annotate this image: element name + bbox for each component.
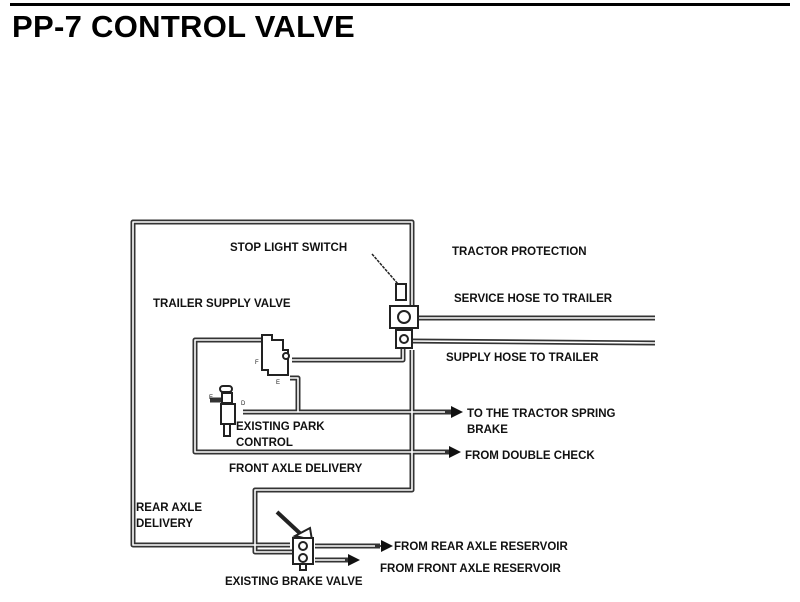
label-from-rear-reservoir: FROM REAR AXLE RESERVOIR <box>394 541 568 553</box>
svg-text:E: E <box>209 395 213 401</box>
page-title: PP-7 CONTROL VALVE <box>12 9 355 44</box>
label-service-hose: SERVICE HOSE TO TRAILER <box>454 293 613 305</box>
label-trailer-supply-valve: TRAILER SUPPLY VALVE <box>153 298 291 310</box>
label-to-spring-brake: TO THE TRACTOR SPRING BRAKE <box>467 406 615 438</box>
label-stop-light-switch: STOP LIGHT SWITCH <box>230 242 348 254</box>
pipes-outline <box>130 219 656 563</box>
label-from-double-check: FROM DOUBLE CHECK <box>465 450 595 462</box>
label-tractor-protection: TRACTOR PROTECTION <box>452 246 587 258</box>
top-rule <box>10 3 790 6</box>
label-front-axle-delivery: FRONT AXLE DELIVERY <box>229 463 363 475</box>
park-control-icon: E D <box>209 385 246 437</box>
label-from-front-reservoir: FROM FRONT AXLE RESERVOIR <box>380 563 561 575</box>
stop-light-lead-line <box>371 253 399 285</box>
label-brake-valve: EXISTING BRAKE VALVE <box>225 576 363 588</box>
label-line-2: BRAKE <box>467 424 508 436</box>
label-line-1: TO THE TRACTOR SPRING <box>467 408 616 420</box>
label-supply-hose: SUPPLY HOSE TO TRAILER <box>446 352 599 364</box>
svg-text:E: E <box>276 380 280 386</box>
label-line-1: EXISTING PARK <box>236 421 325 433</box>
tractor-protection-valve-icon <box>389 283 419 349</box>
label-line-2: CONTROL <box>236 437 293 449</box>
trailer-supply-valve-icon: F E <box>255 334 290 386</box>
brake-valve-icon <box>275 510 314 571</box>
label-park-control: EXISTING PARK CONTROL <box>236 419 325 451</box>
label-line-2: DELIVERY <box>136 518 194 530</box>
svg-text:F: F <box>255 360 259 366</box>
arrow-markers <box>345 406 463 566</box>
svg-text:D: D <box>241 401 246 407</box>
label-rear-axle-delivery: REAR AXLE DELIVERY <box>136 500 202 532</box>
label-line-1: REAR AXLE <box>136 502 203 514</box>
